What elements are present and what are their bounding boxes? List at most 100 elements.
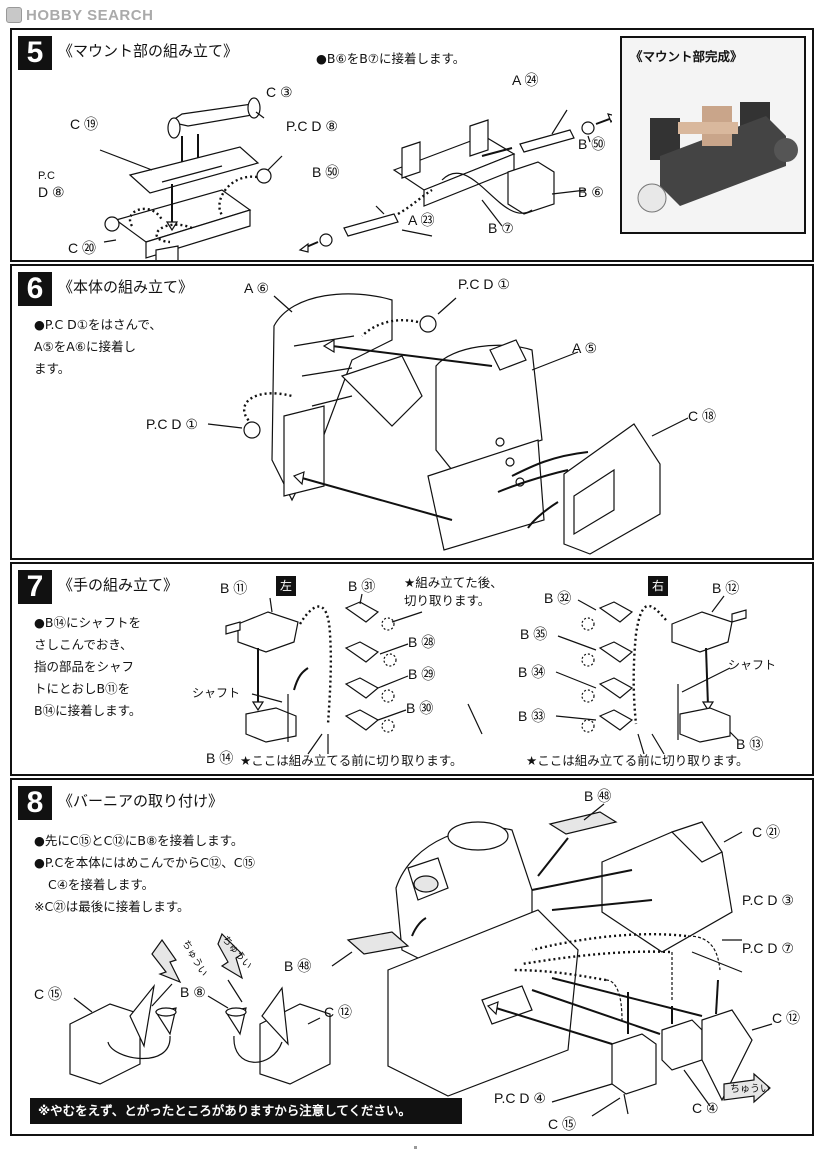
- label-pc-d8-right: P.C D ⑧: [286, 118, 338, 134]
- caution-arrow-right: [217, 932, 244, 980]
- part-pc-d8-left: [104, 216, 120, 232]
- label-b48-top: B ㊽: [584, 788, 612, 804]
- label-b6: B ⑥: [578, 184, 604, 200]
- label-b33: B ㉝: [518, 708, 546, 724]
- label-b29: B ㉙: [408, 666, 436, 682]
- part-c15-right: [611, 1033, 657, 1095]
- label-b30: B ㉚: [406, 700, 434, 716]
- photo-caption: 《マウント部完成》: [630, 49, 743, 64]
- step-note: ●B⑭にシャフトを さしこんでおき、 指の部品をシャフ トにとおしB⑪を B⑭に…: [34, 615, 142, 718]
- cut-note-right: ★ここは組み立てる前に切り取ります。: [526, 753, 749, 768]
- label-b34: B ㉞: [518, 664, 546, 680]
- part-b48-left: [346, 931, 410, 955]
- label-b7: B ⑦: [488, 220, 514, 236]
- label-b28: B ㉘: [408, 634, 436, 650]
- step-6-panel: 6 《本体の組み立て》 ●P.C D①をはさんで、 A⑤をA⑥に接着し ます。: [10, 264, 814, 560]
- step-title: 《バーニアの取り付け》: [58, 792, 224, 810]
- label-pc-d1-top: P.C D ①: [458, 276, 510, 292]
- cut-note-left: ★ここは組み立てる前に切り取ります。: [240, 753, 463, 768]
- label-b12: B ⑫: [712, 580, 740, 596]
- label-c15-left: C ⑮: [34, 986, 62, 1002]
- label-pc-d7: P.C D ⑦: [742, 940, 794, 956]
- label-c12-left: C ⑫: [324, 1004, 352, 1020]
- step-note: ●B⑥をB⑦に接着します。: [316, 51, 466, 66]
- part-pc-d1-bottom: [243, 421, 261, 439]
- label-shaft-left: シャフト: [192, 686, 241, 700]
- site-logo-text: HOBBY SEARCH: [26, 6, 154, 24]
- label-c3: C ③: [266, 84, 293, 100]
- left-hand-tag: 左: [276, 576, 296, 596]
- part-c3: [168, 103, 259, 127]
- label-b35: B ㉟: [520, 626, 548, 642]
- body-assembly-diagram: [207, 293, 689, 555]
- step-title: 《本体の組み立て》: [58, 278, 194, 296]
- caution-arrow-bottom: [723, 1072, 771, 1104]
- step-number: 5: [18, 36, 52, 70]
- label-b11: B ⑪: [220, 580, 248, 596]
- part-b13: [679, 707, 731, 743]
- part-b6: [507, 161, 555, 215]
- hand-assembly-diagram: [225, 593, 747, 755]
- label-b8: B ⑧: [180, 984, 206, 1000]
- part-c18: [563, 423, 661, 555]
- step-number: 8: [18, 786, 52, 820]
- label-b51-right: B ㊿: [578, 136, 606, 152]
- mount-complete-photo: 《マウント部完成》: [620, 36, 806, 234]
- label-c4: C ④: [692, 1100, 719, 1116]
- label-c21: C ㉑: [752, 824, 780, 840]
- label-b13: B ⑬: [736, 736, 764, 752]
- step-5-panel: 5 《マウント部の組み立て》 ●B⑥をB⑦に接着します。: [10, 28, 814, 262]
- part-c12-right: [701, 1009, 753, 1102]
- mount-complete-image: [637, 102, 798, 213]
- mount-assembly-diagram: [99, 97, 612, 260]
- site-header: HOBBY SEARCH: [6, 4, 153, 26]
- finger-parts-left: [344, 601, 397, 733]
- label-a5: A ⑤: [572, 340, 598, 356]
- label-b48-left: B ㊽: [284, 958, 312, 974]
- label-pc-d1-bottom: P.C D ①: [146, 416, 198, 432]
- label-pc-d3: P.C D ③: [742, 892, 794, 908]
- vernier-assembly-diagram: [69, 803, 773, 1117]
- part-c15-left: [69, 1003, 141, 1085]
- finger-parts-right: [581, 601, 634, 733]
- label-c12-right: C ⑫: [772, 1010, 800, 1026]
- caution-arrow-left: [151, 938, 182, 984]
- label-c19: C ⑲: [70, 116, 98, 132]
- label-b32: B ㉜: [544, 590, 572, 606]
- hobbysearch-logo-icon: [6, 7, 22, 23]
- part-b11: [237, 611, 299, 653]
- label-pc: P.C: [38, 170, 55, 182]
- label-pc-d4: P.C D ④: [494, 1090, 546, 1106]
- step-8-panel: 8 《バーニアの取り付け》 ●先にC⑮とC⑫にB⑧を接着します。 ●P.Cを本体…: [10, 778, 814, 1136]
- part-pc-d8-right: [256, 168, 272, 184]
- step-number: 7: [18, 570, 52, 604]
- part-a24: [519, 129, 575, 153]
- page-dot: [414, 1146, 417, 1149]
- step-title: 《手の組み立て》: [58, 576, 179, 594]
- part-a23: [343, 213, 399, 237]
- step-title: 《マウント部の組み立て》: [58, 42, 239, 60]
- label-b14: B ⑭: [206, 750, 234, 766]
- label-c15-right: C ⑮: [548, 1116, 576, 1132]
- part-b12: [671, 611, 733, 653]
- part-c19: [128, 146, 260, 194]
- step-note: ●P.C D①をはさんで、 A⑤をA⑥に接着し ます。: [34, 317, 162, 376]
- part-pc-d1-top: [419, 315, 437, 333]
- part-b48-top: [548, 811, 618, 835]
- step-7-panel: 7 《手の組み立て》 ●B⑭にシャフトを さしこんでおき、 指の部品をシャフ ト…: [10, 562, 814, 776]
- label-a24: A ㉔: [512, 72, 539, 88]
- label-a23: A ㉓: [408, 212, 435, 228]
- part-c4: [661, 1019, 703, 1071]
- step-note: ●先にC⑮とC⑫にB⑧を接着します。 ●P.Cを本体にはめこんでからC⑫、C⑮ …: [34, 833, 256, 914]
- warning-banner: ※やむをえず、とがったところがありますから注意してください。: [30, 1098, 462, 1124]
- label-b51-left: B ㊿: [312, 164, 340, 180]
- step-number: 6: [18, 272, 52, 306]
- label-c20: C ⑳: [68, 240, 96, 256]
- label-b31: B ㉛: [348, 578, 376, 594]
- label-shaft-right: シャフト: [728, 658, 777, 672]
- star-note: ★組み立てた後、 切り取ります。: [404, 575, 503, 608]
- label-a6: A ⑥: [244, 280, 270, 296]
- part-b14: [245, 707, 297, 743]
- label-c18: C ⑱: [688, 408, 716, 424]
- label-d8-left: D ⑧: [38, 184, 65, 200]
